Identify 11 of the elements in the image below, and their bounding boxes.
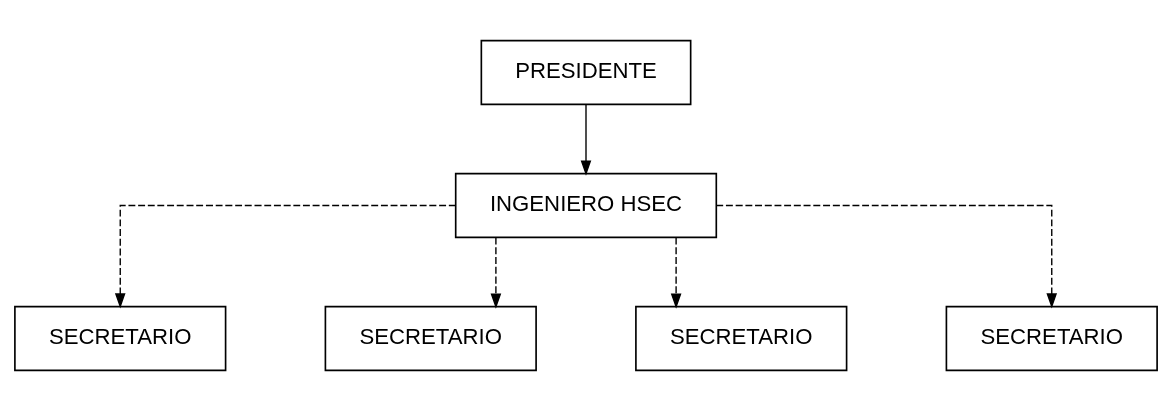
arrow — [580, 103, 592, 176]
arrow — [490, 236, 502, 309]
arrow — [670, 236, 682, 309]
node-box: INGENIERO HSEC — [454, 172, 718, 238]
node-box: PRESIDENTE — [480, 39, 692, 105]
node-box: SECRETARIO — [324, 305, 537, 371]
node-box: SECRETARIO — [945, 305, 1158, 371]
arrow — [114, 204, 457, 308]
node-box: SECRETARIO — [635, 305, 848, 371]
node-box: SECRETARIO — [14, 305, 227, 371]
arrow — [715, 204, 1058, 308]
